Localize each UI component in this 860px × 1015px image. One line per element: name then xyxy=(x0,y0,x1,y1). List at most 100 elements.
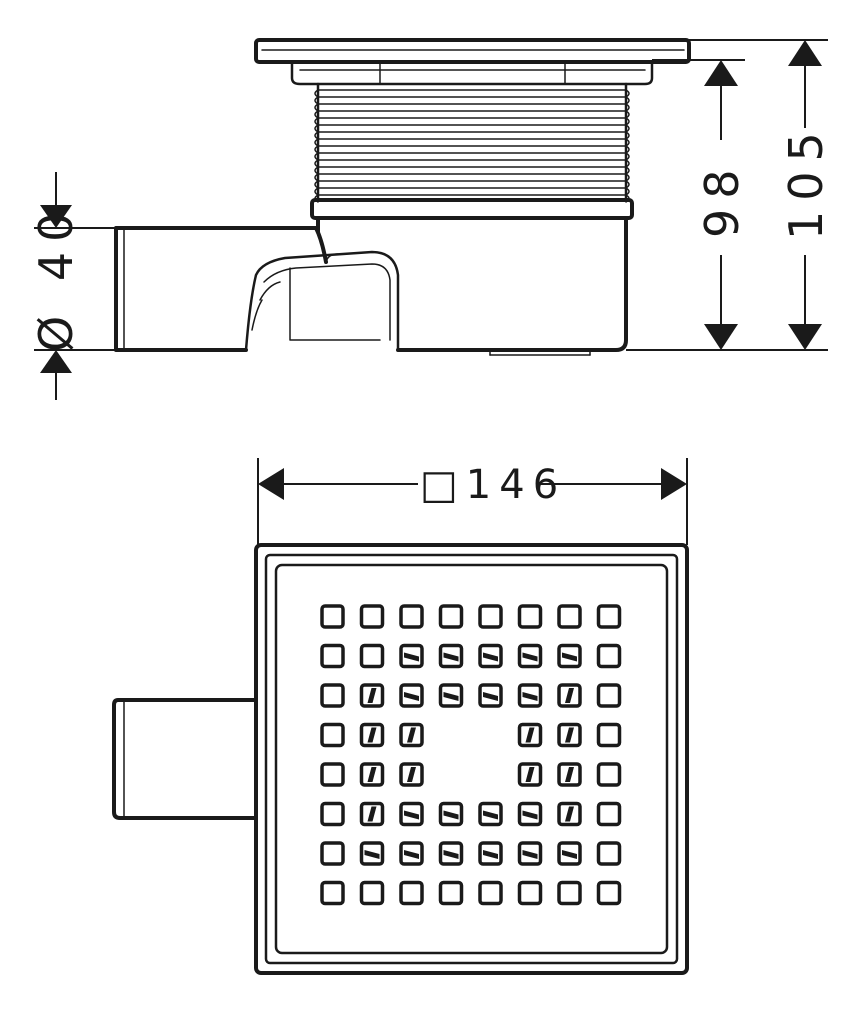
grate-hole xyxy=(399,880,424,906)
grate-hole xyxy=(517,880,543,906)
grate-hole xyxy=(359,801,385,827)
side-view xyxy=(114,38,691,356)
grate-hole xyxy=(320,722,345,748)
grate-hole xyxy=(438,801,464,827)
grate-hole xyxy=(399,683,424,708)
grate-hole xyxy=(478,643,503,669)
grate-hole xyxy=(596,880,622,906)
grate-outer-frame xyxy=(254,543,689,975)
grate-hole-insert xyxy=(483,652,498,662)
grate-frame xyxy=(290,60,654,86)
dimension-outlet-diameter: Ø 40 xyxy=(29,172,116,400)
cover-plate xyxy=(254,38,691,64)
threaded-body-outline xyxy=(316,82,628,202)
grate-hole-insert xyxy=(522,810,538,820)
arrow-up-icon xyxy=(788,40,822,66)
grate-hole-insert xyxy=(443,850,459,859)
grate-hole-insert xyxy=(565,767,574,782)
grate-hole-insert xyxy=(522,850,538,859)
grate-hole xyxy=(596,683,622,708)
grate-hole-insert xyxy=(404,652,419,662)
collar-ring xyxy=(310,198,634,220)
grate-hole xyxy=(517,604,543,629)
grate-hole-insert xyxy=(364,850,380,859)
grate-hole xyxy=(359,683,385,708)
grate-hole xyxy=(320,604,345,629)
grate-hole xyxy=(320,762,345,787)
grate-hole xyxy=(399,762,424,787)
grate-hole-insert xyxy=(443,652,459,662)
grate-hole xyxy=(596,762,622,787)
grate-hole xyxy=(320,841,345,866)
grate-hole-insert xyxy=(562,850,577,859)
grate-hole-insert xyxy=(565,727,574,743)
grate-hole xyxy=(596,643,622,669)
grate-hole xyxy=(478,683,503,708)
grate-hole xyxy=(399,841,424,866)
grate-hole xyxy=(359,762,385,787)
grate-inner-frame xyxy=(274,563,669,955)
top-view xyxy=(112,543,689,975)
grate-hole xyxy=(320,683,345,708)
grate-hole xyxy=(557,880,582,906)
grate-hole-insert xyxy=(443,692,459,701)
grate-hole xyxy=(596,604,622,629)
grate-hole xyxy=(438,604,464,629)
dimension-grate-size: □146 xyxy=(257,458,688,545)
grate-hole-insert xyxy=(483,850,498,859)
arrow-down-icon xyxy=(40,205,72,228)
grate-hole-insert xyxy=(483,692,498,701)
grate-hole xyxy=(517,801,543,827)
grate-hole xyxy=(478,801,503,827)
grate-hole xyxy=(557,722,582,748)
grate-hole-insert xyxy=(565,688,574,703)
grate-hole-insert xyxy=(367,688,377,703)
grate-hole-insert xyxy=(404,850,419,859)
outlet-stub xyxy=(112,698,258,820)
grate-size-label: □146 xyxy=(420,462,566,508)
grate-hole xyxy=(399,604,424,629)
grate-hole-insert xyxy=(525,727,535,743)
grate-holes xyxy=(320,604,622,906)
grate-hole-insert xyxy=(367,727,377,743)
arrow-right-icon xyxy=(661,468,687,500)
grate-hole xyxy=(320,643,345,669)
grate-hole xyxy=(399,643,424,669)
grate-hole-insert xyxy=(404,692,419,701)
grate-hole xyxy=(438,683,464,708)
grate-hole-insert xyxy=(522,652,538,662)
arrow-up-icon xyxy=(40,350,72,373)
arrow-down-icon xyxy=(788,324,822,350)
grate-hole xyxy=(359,722,385,748)
grate-hole-insert xyxy=(367,806,377,822)
grate-hole-insert xyxy=(525,767,535,782)
grate-hole xyxy=(557,801,582,827)
grate-hole xyxy=(596,801,622,827)
grate-hole xyxy=(557,762,582,787)
grate-hole xyxy=(438,841,464,866)
grate-hole-insert xyxy=(367,767,377,782)
grate-hole xyxy=(359,880,385,906)
arrow-left-icon xyxy=(258,468,284,500)
grate-hole xyxy=(557,841,582,866)
grate-hole xyxy=(438,880,464,906)
trap-elbow xyxy=(244,250,400,352)
grate-hole-insert xyxy=(407,727,416,743)
outlet-diameter-label: Ø 40 xyxy=(29,203,83,352)
arrow-down-icon xyxy=(704,324,738,350)
grate-hole-insert xyxy=(404,810,419,820)
grate-hole xyxy=(517,841,543,866)
grate-hole xyxy=(517,762,543,787)
grate-hole xyxy=(478,841,503,866)
grate-hole xyxy=(438,643,464,669)
dimension-body-height: 98 xyxy=(626,59,828,351)
grate-hole xyxy=(557,604,582,629)
thread-lines xyxy=(314,89,630,203)
grate-hole xyxy=(359,643,385,669)
arrow-up-icon xyxy=(704,60,738,86)
overall-height-label: 105 xyxy=(779,122,833,240)
grate-hole-insert xyxy=(407,767,416,782)
grate-hole-insert xyxy=(565,806,574,822)
grate-hole xyxy=(478,604,503,629)
lower-body xyxy=(316,216,628,352)
